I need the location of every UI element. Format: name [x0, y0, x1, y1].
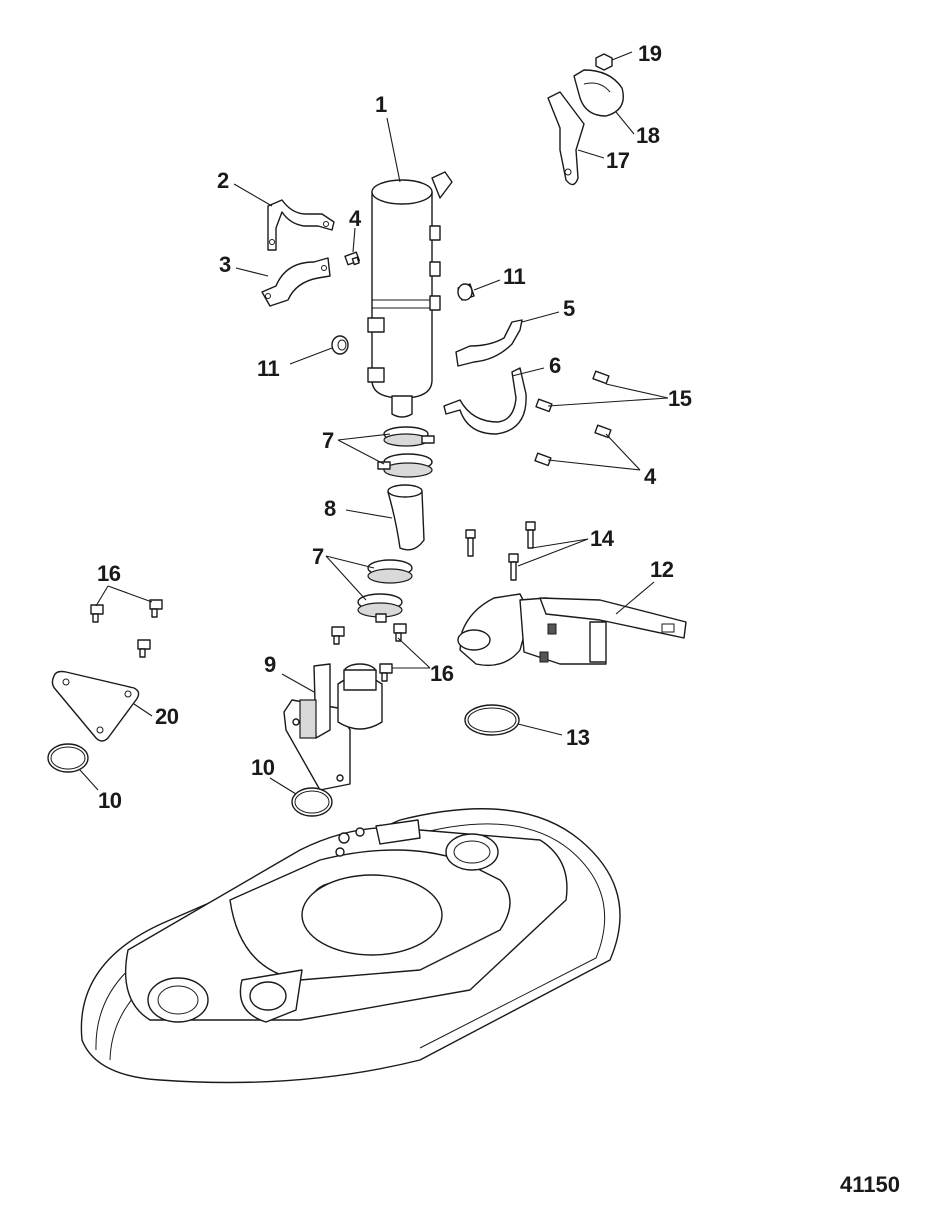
callout-7-upper: 7 [322, 428, 334, 453]
callout-10-center: 10 [251, 755, 275, 780]
callout-9: 9 [264, 652, 276, 677]
callout-12: 12 [650, 557, 674, 582]
callout-11-left: 11 [257, 356, 280, 381]
callout-15: 15 [668, 386, 692, 411]
hose-clamp-upper-2 [377, 453, 433, 478]
triangular-plate [51, 670, 140, 742]
callout-16-center: 16 [430, 661, 454, 686]
callout-6: 6 [549, 353, 561, 378]
strap-clamp-18 [573, 69, 624, 117]
callout-8: 8 [324, 496, 336, 521]
callout-3: 3 [219, 252, 231, 277]
fitting-assembly [283, 663, 383, 791]
callout-10-left: 10 [98, 788, 122, 813]
callout-19: 19 [638, 41, 662, 66]
callout-2: 2 [217, 168, 229, 193]
callout-16-left: 16 [97, 561, 121, 586]
bolt-16e [393, 623, 407, 642]
bolt-16b [149, 599, 163, 618]
callout-13: 13 [566, 725, 590, 750]
o-ring-10-left [47, 743, 89, 773]
callout-17: 17 [606, 148, 630, 173]
plug-left [331, 335, 349, 355]
bolt-16a [90, 604, 104, 623]
callout-labels: 1 2 3 4 4 5 6 7 7 8 9 10 10 11 11 12 13 … [97, 41, 692, 813]
callout-5: 5 [563, 296, 575, 321]
bolt-14c [508, 553, 519, 581]
callout-1: 1 [375, 92, 387, 117]
callout-4-lower: 4 [644, 464, 657, 489]
callout-11-right: 11 [503, 264, 526, 289]
valve-with-handle [457, 593, 687, 667]
hose-elbow [387, 484, 425, 551]
callout-20: 20 [155, 704, 179, 729]
clamp-half-right-upper [455, 319, 523, 367]
hose-clamp-lower-2 [357, 593, 403, 623]
callout-4-upper: 4 [349, 206, 362, 231]
bracket-17 [547, 91, 585, 186]
bracket-upper-left [267, 199, 335, 251]
clamp-half-right-lower [443, 367, 527, 435]
hose-clamp-lower-1 [367, 559, 413, 584]
o-ring-10-center [291, 787, 333, 817]
muffler-cylinder [367, 171, 453, 418]
bolt-upper-left [344, 251, 361, 266]
callout-14: 14 [590, 526, 615, 551]
bolt-16f [379, 663, 393, 682]
hose-clamp-upper-1 [383, 426, 435, 447]
clamp-half-left [261, 257, 331, 307]
bolt-16d [331, 626, 345, 645]
plug-right [457, 283, 475, 301]
base-housing [80, 808, 621, 1084]
bolt-14a [465, 529, 476, 557]
bolt-right-4b [534, 452, 552, 467]
callout-18: 18 [636, 123, 660, 148]
o-ring-13 [464, 704, 520, 736]
bolt-right-15b [535, 398, 553, 413]
nut-19 [595, 53, 613, 71]
bolt-right-15a [592, 370, 610, 385]
leader-lines [79, 51, 669, 795]
bolt-right-4a [594, 424, 612, 439]
callout-7-lower: 7 [312, 544, 324, 569]
figure-number: 41150 [840, 1172, 900, 1197]
bolt-14b [525, 521, 536, 549]
bolt-16c [137, 639, 151, 658]
